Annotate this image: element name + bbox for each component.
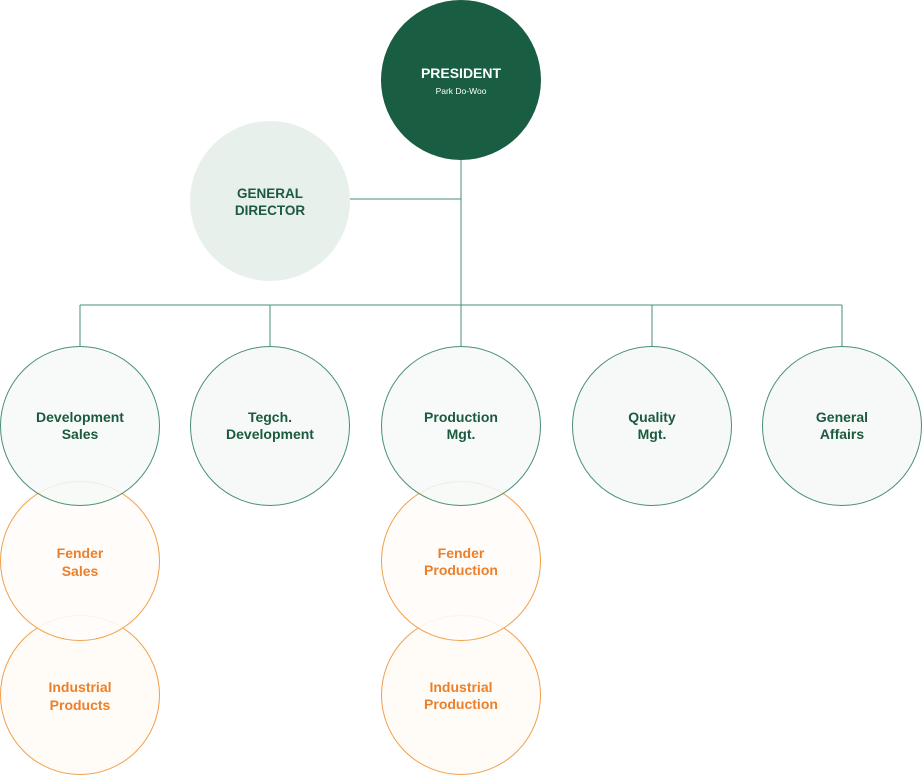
sub-unit-fender-sales[interactable]: Fender Sales: [0, 481, 160, 641]
department-label-line2: Mgt.: [638, 426, 667, 442]
president-name: Park Do-Woo: [436, 86, 487, 96]
sub-unit-fender-production[interactable]: Fender Production: [381, 481, 541, 641]
department-circle: [190, 346, 350, 506]
general-director-circle: [190, 121, 350, 281]
sub-unit-industrial-production[interactable]: Industrial Production: [381, 615, 541, 775]
sub-unit-label-line1: Fender: [57, 545, 104, 561]
general-director-label-line1: GENERAL: [237, 186, 303, 201]
sub-unit-label-line2: Production: [424, 562, 498, 578]
president-circle: [381, 0, 541, 160]
department-tech-development[interactable]: Tegch. Development: [190, 346, 350, 506]
sub-unit-label-line1: Fender: [438, 545, 485, 561]
department-label-line1: Tegch.: [248, 409, 292, 425]
department-label-line2: Sales: [62, 426, 99, 442]
sub-unit-label-line2: Products: [50, 697, 111, 713]
general-director-node[interactable]: GENERAL DIRECTOR: [190, 121, 350, 281]
department-circle: [572, 346, 732, 506]
president-node[interactable]: PRESIDENT Park Do-Woo: [381, 0, 541, 160]
department-label-line2: Development: [226, 426, 314, 442]
president-title: PRESIDENT: [421, 65, 502, 81]
department-label-line1: Production: [424, 409, 498, 425]
department-development-sales[interactable]: Development Sales: [0, 346, 160, 506]
connector-lines: [79, 159, 843, 347]
department-label-line2: Affairs: [820, 426, 865, 442]
department-production-mgt[interactable]: Production Mgt.: [381, 346, 541, 506]
department-label-line1: Quality: [628, 409, 676, 425]
department-label-line1: General: [816, 409, 868, 425]
sub-unit-label-line1: Industrial: [48, 679, 111, 695]
department-circle: [762, 346, 922, 506]
general-director-label-line2: DIRECTOR: [235, 203, 306, 218]
department-label-line2: Mgt.: [447, 426, 476, 442]
department-general-affairs[interactable]: General Affairs: [762, 346, 922, 506]
sub-unit-label-line2: Sales: [62, 563, 99, 579]
department-circle: [0, 346, 160, 506]
department-quality-mgt[interactable]: Quality Mgt.: [572, 346, 732, 506]
department-label-line1: Development: [36, 409, 124, 425]
sub-unit-industrial-products[interactable]: Industrial Products: [0, 615, 160, 775]
sub-unit-label-line1: Industrial: [429, 679, 492, 695]
sub-unit-label-line2: Production: [424, 696, 498, 712]
department-circle: [381, 346, 541, 506]
